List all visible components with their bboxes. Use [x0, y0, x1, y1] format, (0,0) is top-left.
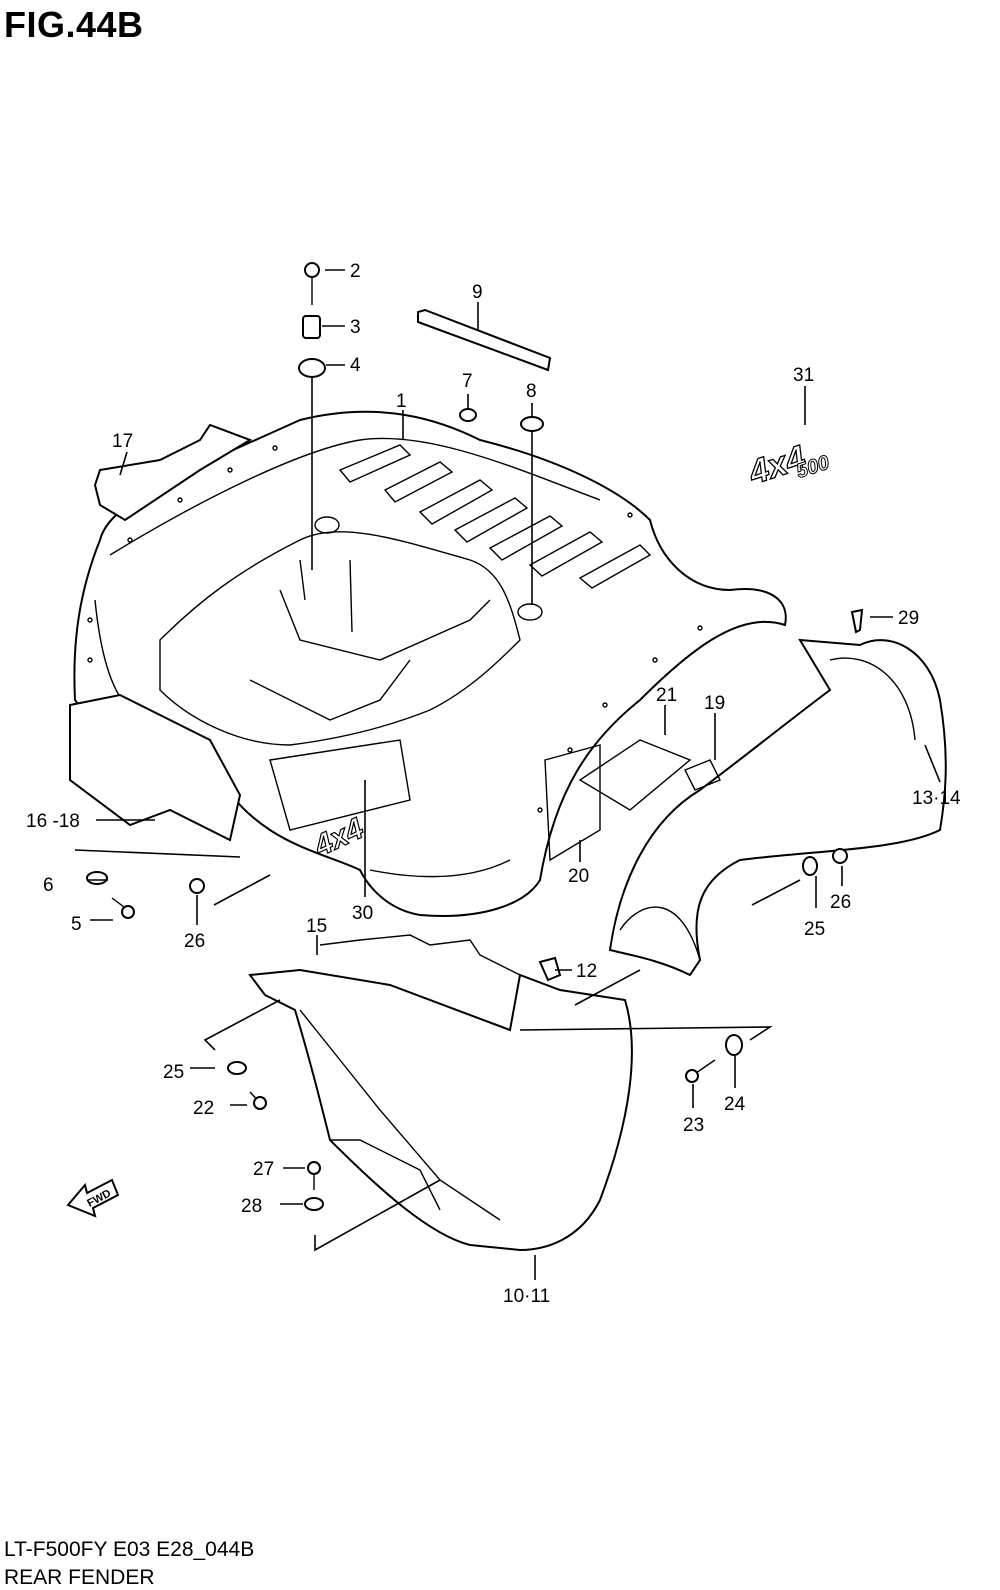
callout-26-right: 26: [830, 892, 851, 913]
callout-9: 9: [472, 282, 483, 303]
callout-16-18: 16 -18: [26, 811, 80, 832]
part-10-11-splash-guard: [248, 968, 633, 1252]
callout-17: 17: [112, 431, 133, 452]
callout-27: 27: [253, 1159, 274, 1180]
callout-25-left: 25: [163, 1062, 184, 1083]
callout-5: 5: [71, 914, 82, 935]
callout-1: 1: [396, 391, 407, 412]
callout-labels: 2 3 4 9 7 8 1 17 31 29 21 19 13·14 16 -1…: [26, 261, 961, 1307]
callout-23: 23: [683, 1115, 704, 1136]
callout-22: 22: [193, 1098, 214, 1119]
callout-30: 30: [352, 903, 373, 924]
figure-model-code: LT-F500FY E03 E28_044B: [4, 1538, 255, 1561]
callout-28: 28: [241, 1196, 262, 1217]
part-13-14-fender-extension: [608, 638, 947, 977]
callout-26-left: 26: [184, 931, 205, 952]
part-31-decal: 4x4 500: [743, 438, 833, 493]
callout-15: 15: [306, 916, 327, 937]
callout-2: 2: [350, 261, 361, 282]
callout-6: 6: [43, 875, 54, 896]
hardware-items: [86, 262, 864, 1211]
callout-21: 21: [656, 685, 677, 706]
leader-lines: [74, 269, 941, 1280]
callout-7: 7: [462, 371, 473, 392]
part-17-flap: [93, 423, 253, 522]
callout-10-11: 10·11: [503, 1286, 550, 1307]
callout-20: 20: [568, 866, 589, 887]
callout-24: 24: [724, 1094, 746, 1115]
fwd-direction-arrow: FWD: [66, 1178, 120, 1218]
part-19-clip: [684, 759, 721, 791]
callout-8: 8: [526, 381, 537, 402]
top-vent-ribs: [338, 444, 652, 589]
figure-name: REAR FENDER: [4, 1566, 155, 1589]
figure-title: FIG.44B: [4, 4, 144, 45]
callout-12: 12: [576, 961, 597, 982]
part-9-pad: [417, 308, 552, 372]
callout-19: 19: [704, 693, 725, 714]
callout-13-14: 13·14: [912, 788, 961, 809]
callout-25-right: 25: [804, 919, 825, 940]
part-21-plate: [578, 739, 692, 811]
callout-4: 4: [350, 355, 361, 376]
decal-4x4-text: 4x4: [743, 438, 810, 492]
callout-29: 29: [898, 608, 919, 629]
part-16-18-cover: [69, 693, 242, 842]
callout-31: 31: [793, 365, 814, 386]
part-15-strip: [319, 934, 521, 976]
callout-3: 3: [350, 317, 361, 338]
